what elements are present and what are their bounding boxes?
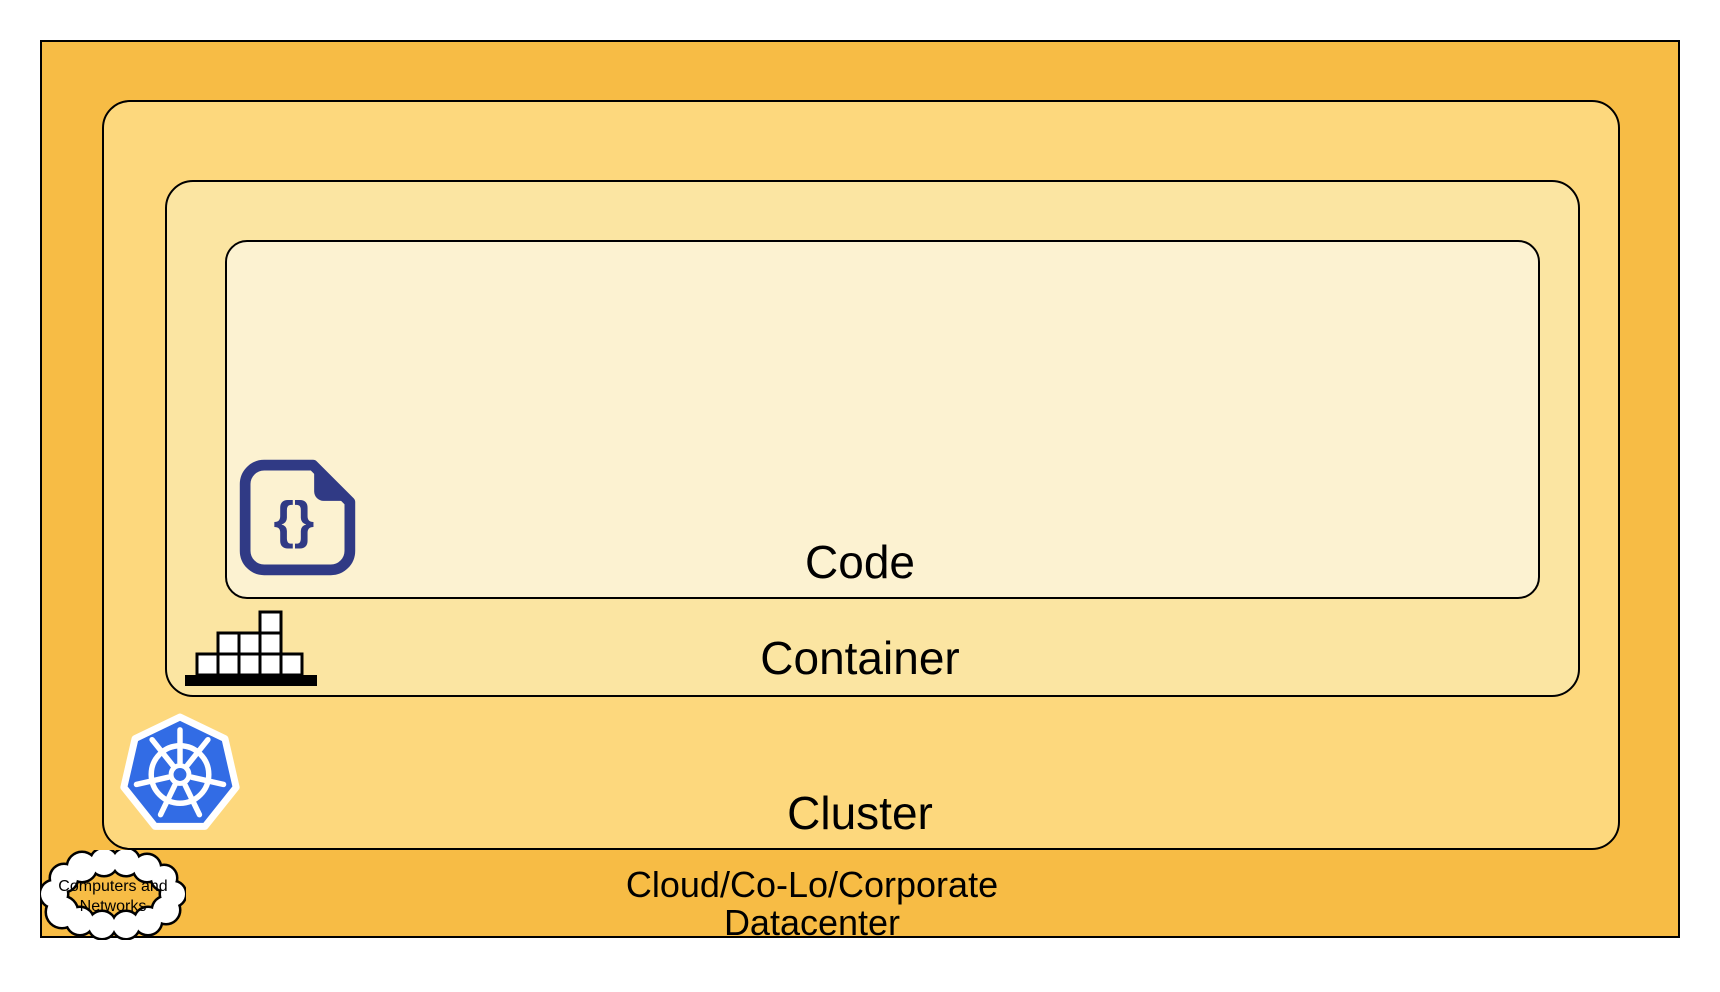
datacenter-label-line1: Cloud/Co-Lo/Corporate [625, 864, 999, 905]
cloud-icon: Computers and Networks [40, 850, 186, 940]
kubernetes-helm-icon [120, 713, 240, 830]
kubernetes-heptagon [120, 713, 240, 830]
cloud-fill [41, 850, 185, 938]
layer-container-label: Container [760, 632, 960, 684]
container-blocks-icon [185, 610, 317, 686]
code-file-outline [239, 459, 356, 576]
datacenter-label-line2: Datacenter [723, 902, 901, 943]
code-file-icon: {} [239, 459, 356, 576]
layer-code-box [225, 240, 1540, 599]
code-braces-glyph: {} [274, 492, 315, 550]
layer-cluster-label: Cluster [787, 787, 933, 839]
code-file-fold-corner [314, 472, 343, 501]
cloud-callout-line2: Networks [80, 898, 147, 915]
blocks-base-bar [185, 675, 317, 686]
layer-datacenter-label: Cloud/Co-Lo/Corporate Datacenter [0, 866, 1672, 942]
block [258, 610, 283, 635]
helm-wheel [133, 727, 227, 818]
layer-code-label: Code [805, 536, 915, 588]
cloud-callout-line1: Computers and [58, 878, 167, 895]
